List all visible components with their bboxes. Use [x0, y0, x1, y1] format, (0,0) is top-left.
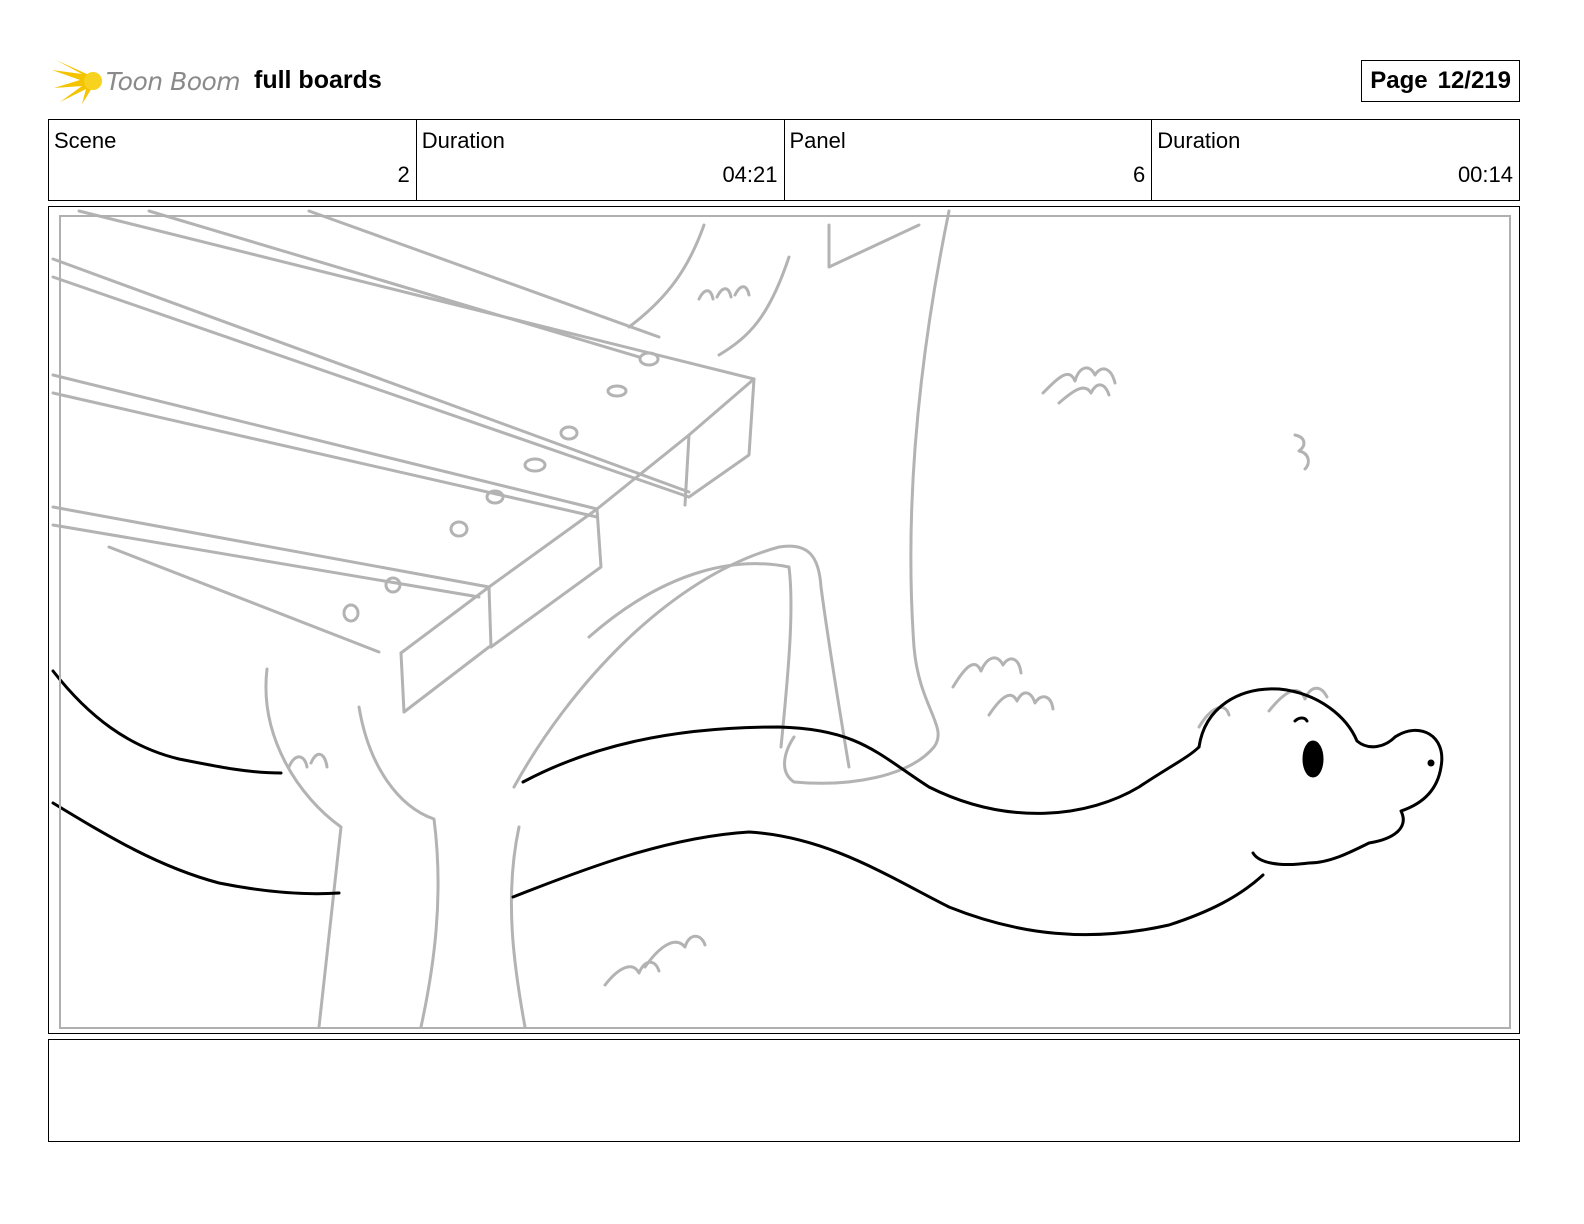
snake-sketch: [51, 669, 1444, 937]
panel-cell: Panel 6: [785, 120, 1153, 200]
panel-notes-box[interactable]: [48, 1039, 1520, 1142]
panel-info-table: Scene 2 Duration 04:21 Panel 6 Duration …: [48, 119, 1520, 201]
storyboard-sketch: [51, 209, 1444, 1029]
page-number: 12/219: [1437, 67, 1511, 94]
page-label: Page: [1370, 67, 1428, 94]
panel-duration-label: Duration: [1157, 128, 1241, 153]
bench-sketch: [51, 209, 1329, 1029]
scene-duration-label: Duration: [421, 128, 505, 153]
scene-value: 2: [397, 162, 410, 187]
scene-label: Scene: [54, 128, 117, 153]
scene-duration-cell: Duration 04:21: [417, 120, 785, 200]
page-header: Toon Boom full boards Page 12/219: [48, 56, 1520, 106]
panel-value: 6: [1133, 162, 1146, 187]
scene-cell: Scene 2: [49, 120, 417, 200]
panel-label: Panel: [789, 128, 846, 153]
scene-duration-value: 04:21: [722, 162, 778, 187]
panel-duration-value: 00:14: [1457, 162, 1513, 187]
toon-boom-burst-icon: [52, 60, 102, 104]
logo-text: Toon Boom: [106, 67, 241, 96]
page-indicator: Page 12/219: [1361, 60, 1520, 102]
storyboard-panel: [48, 206, 1520, 1034]
toon-boom-logo: Toon Boom: [52, 58, 242, 104]
project-title: full boards: [254, 66, 382, 94]
panel-duration-cell: Duration 00:14: [1152, 120, 1519, 200]
